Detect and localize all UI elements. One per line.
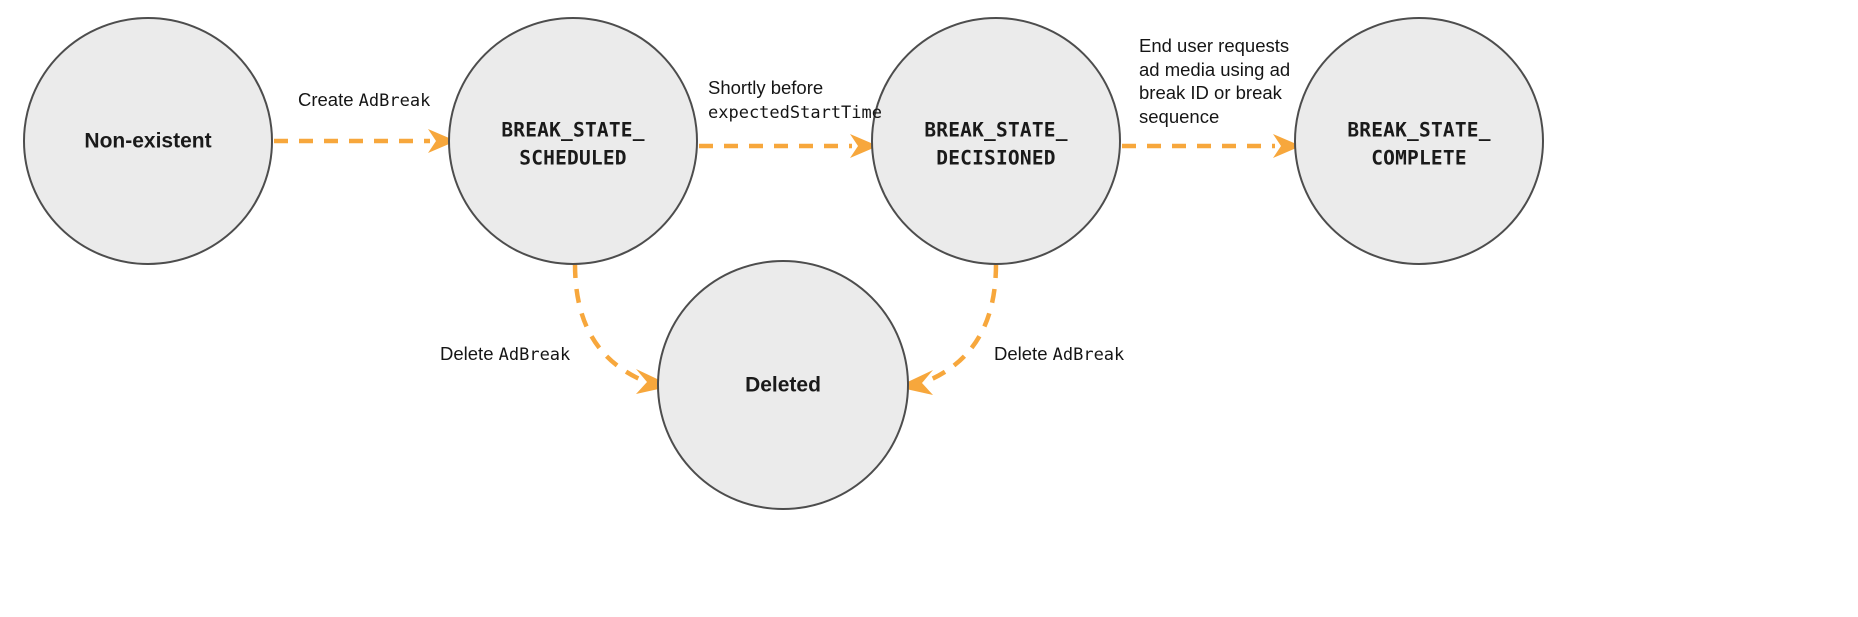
node-shape (448, 17, 698, 265)
edge-delete-from-decisioned (897, 263, 999, 395)
edge-shortly-before (699, 134, 878, 158)
edge-label-line: ad media using ad (1139, 58, 1291, 80)
node-break-state-complete[interactable]: BREAK_STATE_ COMPLETE (1294, 17, 1544, 265)
node-label-scheduled-line2: SCHEDULED (519, 147, 626, 170)
edge-label-line: Delete AdBreak (994, 343, 1125, 365)
node-shape (657, 260, 909, 510)
node-label-decisioned-line2: DECISIONED (936, 147, 1055, 170)
edge-end-user-requests (1122, 134, 1301, 158)
edge-label-delete-adbreak-decisioned: Delete AdBreak (994, 342, 1124, 367)
node-label-complete-line1: BREAK_STATE_ (1347, 119, 1490, 142)
node-label-non-existent: Non-existent (84, 130, 211, 153)
node-shape (23, 17, 273, 265)
edge-label-line: break ID or break (1139, 82, 1282, 104)
node-label-deleted: Deleted (745, 374, 821, 397)
node-label-scheduled-line1: BREAK_STATE_ (501, 119, 644, 142)
edge-create-adbreak (274, 129, 456, 153)
edge-label-line: sequence (1139, 106, 1220, 128)
edge-label-line: expectedStartTime (708, 102, 882, 123)
edge-label-line: Delete AdBreak (440, 343, 571, 365)
node-non-existent[interactable]: Non-existent (23, 17, 273, 265)
node-shape (1294, 17, 1544, 265)
arrowhead-icon (850, 134, 878, 158)
edge-label-shortly-before: Shortly before expectedStartTime (708, 76, 882, 124)
edge-label-line: Shortly before (708, 77, 824, 98)
node-break-state-decisioned[interactable]: BREAK_STATE_ DECISIONED (871, 17, 1121, 265)
arrowhead-icon (1273, 134, 1301, 158)
node-label-complete-line2: COMPLETE (1371, 147, 1467, 170)
edge-label-create-adbreak: Create AdBreak (298, 88, 430, 113)
edge-label-line: Create AdBreak (298, 89, 431, 111)
edge-line (572, 263, 645, 384)
edge-line (924, 263, 999, 385)
node-label-decisioned-line1: BREAK_STATE_ (924, 119, 1067, 142)
edge-label-line: End user requests (1139, 35, 1290, 56)
edge-label-delete-adbreak-scheduled: Delete AdBreak (440, 342, 570, 367)
node-shape (871, 17, 1121, 265)
node-deleted[interactable]: Deleted (657, 260, 909, 510)
node-break-state-scheduled[interactable]: BREAK_STATE_ SCHEDULED (448, 17, 698, 265)
arrowhead-icon (428, 129, 456, 153)
